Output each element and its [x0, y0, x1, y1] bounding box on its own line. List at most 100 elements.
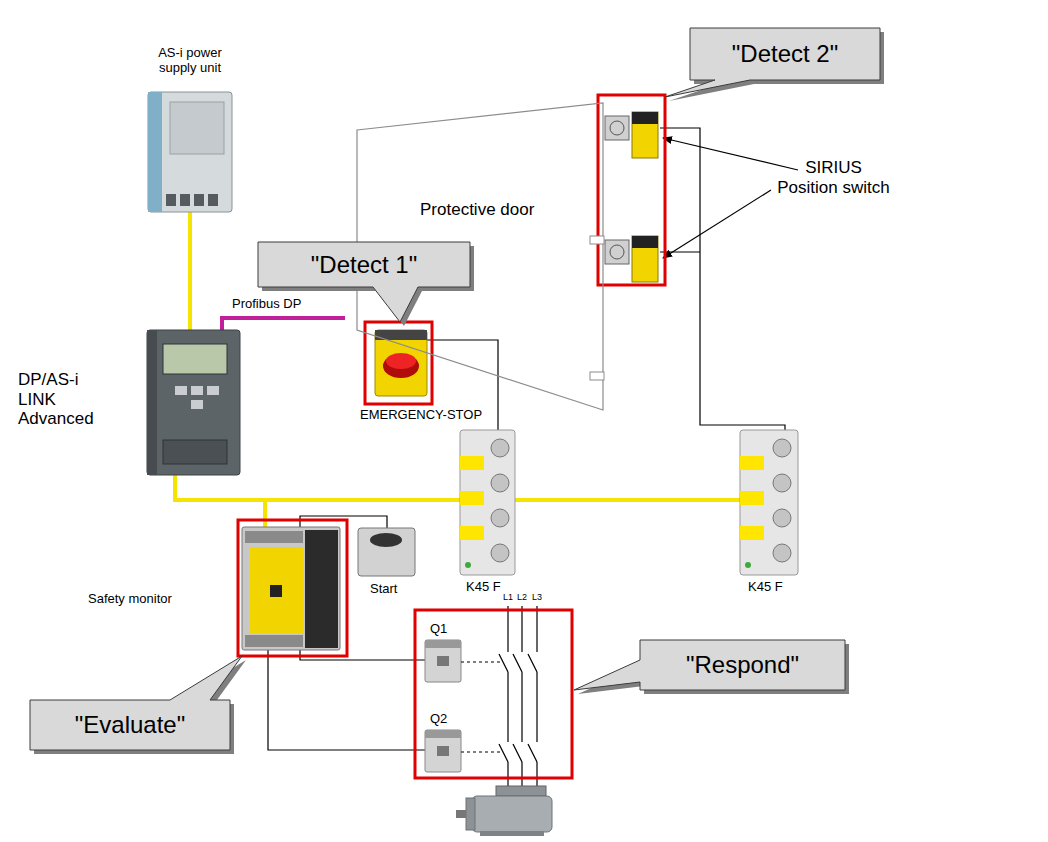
callout-body: [665, 28, 880, 97]
emergency-stop: [375, 330, 427, 396]
housing: [147, 330, 240, 475]
phase-line: [536, 606, 537, 652]
status-band: [740, 491, 764, 505]
mechanical-link: [461, 751, 503, 752]
mechanical-link: [461, 661, 503, 662]
m12-socket: [773, 439, 791, 457]
phase-line: [536, 672, 537, 742]
asi-cable: [188, 212, 192, 330]
highlight-frames: [238, 95, 665, 778]
terminal-box: [496, 786, 546, 796]
connector: [163, 440, 227, 464]
contact: [499, 744, 508, 762]
indicator: [270, 585, 282, 597]
door-hinge: [590, 372, 604, 380]
m12-socket: [773, 544, 791, 562]
device-label: SIRIUS Position switch: [775, 158, 892, 197]
position-switch: [605, 112, 658, 158]
terminals: [425, 730, 461, 738]
side-part: [305, 530, 338, 648]
terminal: [208, 194, 218, 206]
device-tag: Q2: [430, 712, 447, 727]
contact: [513, 654, 522, 672]
phase-label: L2: [514, 592, 530, 602]
device-label: K45 F: [748, 580, 783, 595]
callout-box: "Evaluate": [30, 700, 230, 750]
start-button: [358, 528, 415, 576]
door-hinge: [590, 236, 604, 244]
side-panel: [148, 92, 162, 212]
actuator-symbol: [610, 245, 624, 259]
highlight-frame: [598, 95, 665, 285]
position-switch: [605, 236, 658, 282]
phase-line: [521, 672, 522, 742]
actuator-symbol: [610, 121, 624, 135]
door-label: Protective door: [420, 200, 534, 220]
terminal: [194, 194, 204, 206]
callout-box: "Respond": [640, 640, 845, 690]
end-shield: [466, 798, 475, 830]
device-label: AS-i power supply unit: [145, 46, 235, 76]
terminals: [425, 640, 461, 648]
k45-module: [460, 430, 515, 575]
indicator: [437, 746, 449, 756]
wire: [660, 128, 785, 432]
contact: [528, 744, 537, 762]
status-band: [460, 491, 484, 505]
callout-body: [574, 640, 845, 690]
housing: [740, 430, 798, 575]
status-band: [740, 456, 764, 470]
m12-socket: [773, 509, 791, 527]
m12-socket: [773, 474, 791, 492]
key: [191, 386, 203, 395]
enclosure: [375, 330, 427, 396]
device-label: Start: [370, 582, 397, 597]
switch-head: [632, 112, 658, 124]
status-band: [460, 526, 484, 540]
indicator: [437, 656, 449, 666]
key: [175, 386, 187, 395]
m12-socket: [491, 474, 509, 492]
status-band: [460, 456, 484, 470]
motor-body: [472, 796, 552, 832]
mushroom-cap: [386, 353, 416, 369]
display: [163, 344, 227, 374]
leader-arrow: [663, 138, 798, 170]
actuator: [605, 116, 629, 140]
contactor: [425, 730, 461, 772]
dp-asi-link: [147, 330, 240, 475]
m12-socket: [491, 509, 509, 527]
callout-text: "Evaluate": [75, 711, 185, 739]
switch-head: [632, 236, 658, 248]
housing: [460, 430, 515, 575]
push-button: [370, 533, 402, 547]
m12-socket: [491, 544, 509, 562]
phase-label: L3: [529, 592, 545, 602]
key: [207, 386, 219, 395]
actuator: [605, 240, 629, 264]
status-band: [740, 526, 764, 540]
device-label: EMERGENCY-STOP: [360, 408, 482, 423]
motor-feet: [480, 831, 544, 836]
phase-line: [521, 606, 522, 652]
contact: [528, 654, 537, 672]
terminal: [180, 194, 190, 206]
callout-body: [30, 656, 242, 750]
profibus-cable: [222, 318, 345, 330]
terminal: [166, 194, 176, 206]
callout-text: "Detect 1": [311, 251, 417, 279]
mushroom-button: [383, 354, 419, 378]
power-supply: [148, 92, 232, 212]
housing: [425, 640, 461, 682]
shaft: [456, 810, 466, 818]
contactor: [425, 640, 461, 682]
contact: [499, 654, 508, 672]
phase-label: L1: [500, 592, 516, 602]
callout-text: "Respond": [686, 651, 799, 679]
front-panel: [250, 547, 303, 633]
housing: [148, 92, 232, 212]
switch-body: [632, 112, 658, 158]
led: [465, 562, 471, 568]
